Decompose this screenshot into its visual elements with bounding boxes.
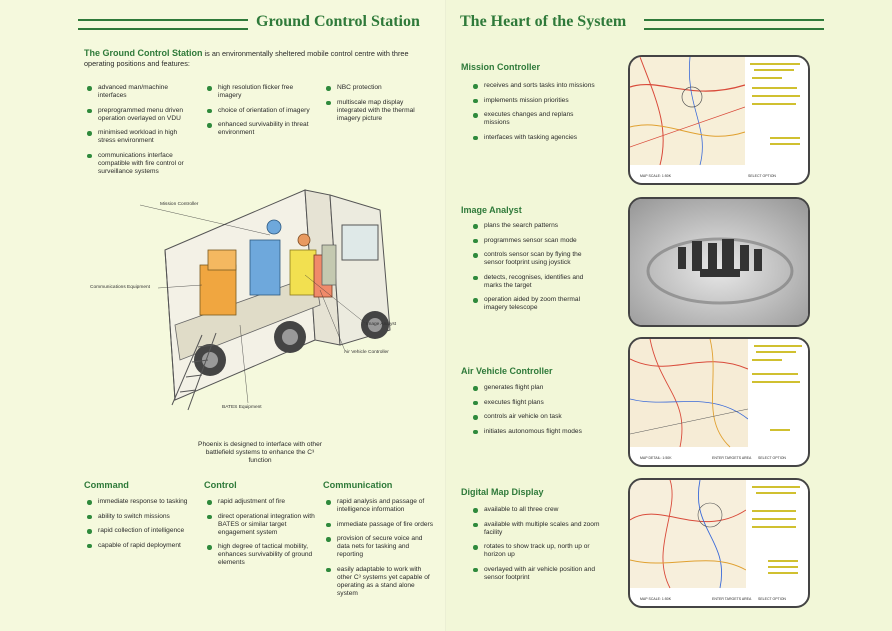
list-item: receives and sorts tasks into missions (470, 82, 600, 90)
callout-air-vehicle-controller: Air Vehicle Controller (344, 350, 389, 355)
title-rule-right (644, 19, 824, 30)
list-item: high degree of tactical mobility, enhanc… (204, 543, 318, 567)
left-page-title: Ground Control Station (256, 13, 420, 30)
callout-mission-controller: Mission Controller (160, 202, 199, 207)
list-item: rapid adjustment of fire (204, 498, 318, 506)
digital-map-display-screen: MAP SCALE: 1:50K ENTER TARGETS AREA SELE… (628, 478, 810, 608)
list-item: minimised workload in high stress enviro… (84, 129, 196, 145)
features-col1: advanced man/machine interfaces preprogr… (84, 84, 196, 182)
screen-footer-mid: ENTER TARGETS AREA (712, 456, 752, 460)
screen-footer-left: MAP SCALE: 1:50K (640, 174, 672, 178)
command-list: immediate response to tasking ability to… (84, 498, 198, 556)
mission-controller-screen: MAP SCALE: 1:50K SELECT OPTION (628, 55, 810, 185)
list-item: enhanced survivability in threat environ… (204, 121, 318, 137)
image-analyst-list: plans the search patterns programmes sen… (470, 222, 600, 319)
list-item: implements mission priorities (470, 97, 600, 105)
screen-footer-right: SELECT OPTION (758, 456, 786, 460)
list-item: ability to switch missions (84, 513, 198, 521)
callout-bates-equipment: BATES Equipment (222, 405, 262, 410)
communication-heading: Communication (323, 480, 393, 490)
list-item: interfaces with tasking agencies (470, 134, 600, 142)
screen-footer-left: MAP SCALE: 1:50K (640, 597, 672, 601)
list-item: high resolution flicker free imagery (204, 84, 318, 100)
features-col3: NBC protection multiscale map display in… (323, 84, 433, 129)
list-item: available with multiple scales and zoom … (470, 521, 604, 537)
mission-controller-list: receives and sorts tasks into missions i… (470, 82, 600, 148)
left-page: Ground Control Station The Ground Contro… (78, 13, 435, 604)
list-item: executes flight plans (470, 399, 600, 407)
features-col2: high resolution flicker free imagery cho… (204, 84, 318, 144)
screen-footer-left: MAP DETAIL: 1:50K (640, 456, 672, 460)
list-item: choice of orientation of imagery (204, 107, 318, 115)
screen-footer-right: SELECT OPTION (748, 174, 776, 178)
list-item: easily adaptable to work with other C³ s… (323, 566, 435, 598)
mission-controller-heading: Mission Controller (461, 62, 541, 72)
list-item: communications interface compatible with… (84, 152, 196, 176)
air-vehicle-controller-heading: Air Vehicle Controller (461, 366, 553, 376)
screen-footer-mid: ENTER TARGETS AREA (712, 597, 752, 601)
intro-bold: The Ground Control Station (84, 48, 203, 58)
list-item: operation aided by zoom thermal imagery … (470, 296, 600, 312)
air-vehicle-controller-list: generates flight plan executes flight pl… (470, 384, 600, 442)
list-item: controls sensor scan by flying the senso… (470, 251, 600, 267)
digital-map-display-heading: Digital Map Display (461, 487, 544, 497)
control-list: rapid adjustment of fire direct operatio… (204, 498, 318, 574)
list-item: detects, recognises, identifies and mark… (470, 274, 600, 290)
control-heading: Control (204, 480, 237, 490)
image-analyst-screen (628, 197, 810, 327)
list-item: initiates autonomous flight modes (470, 428, 600, 436)
command-heading: Command (84, 480, 129, 490)
list-item: available to all three crew (470, 506, 604, 514)
list-item: executes changes and replans missions (470, 111, 600, 127)
list-item: controls air vehicle on task (470, 413, 600, 421)
thermal-image (630, 199, 808, 325)
list-item: direct operational integration with BATE… (204, 513, 318, 537)
c3-caption: Phoenix is designed to interface with ot… (198, 441, 322, 464)
list-item: NBC protection (323, 84, 433, 92)
list-item: immediate response to tasking (84, 498, 198, 506)
intro-text: is an environmentally sheltered mobile c… (84, 49, 409, 68)
list-item: rapid collection of intelligence (84, 527, 198, 535)
list-item: advanced man/machine interfaces (84, 84, 196, 100)
list-item: capable of rapid deployment (84, 542, 198, 550)
intro-paragraph: The Ground Control Station is an environ… (84, 48, 424, 68)
callout-communications-equipment: Communications Equipment (90, 285, 150, 290)
image-analyst-heading: Image Analyst (461, 205, 522, 215)
truck-cutaway-illustration (139, 189, 391, 411)
screen-footer-right: SELECT OPTION (758, 597, 786, 601)
digital-map-display-list: available to all three crew available wi… (470, 506, 604, 588)
list-item: rotates to show track up, north up or ho… (470, 543, 604, 559)
list-item: immediate passage of fire orders (323, 521, 435, 529)
air-vehicle-controller-screen: MAP DETAIL: 1:50K ENTER TARGETS AREA SEL… (628, 337, 810, 467)
list-item: generates flight plan (470, 384, 600, 392)
callout-image-analyst: Image Analyst (366, 322, 397, 327)
communication-list: rapid analysis and passage of intelligen… (323, 498, 435, 604)
list-item: programmes sensor scan mode (470, 237, 600, 245)
list-item: preprogrammed menu driven operation over… (84, 107, 196, 123)
right-page-title: The Heart of the System (460, 13, 627, 30)
title-rule-left (78, 19, 248, 30)
list-item: rapid analysis and passage of intelligen… (323, 498, 435, 514)
list-item: overlayed with air vehicle position and … (470, 566, 604, 582)
list-item: plans the search patterns (470, 222, 600, 230)
list-item: provision of secure voice and data nets … (323, 535, 435, 559)
list-item: multiscale map display integrated with t… (323, 99, 433, 123)
